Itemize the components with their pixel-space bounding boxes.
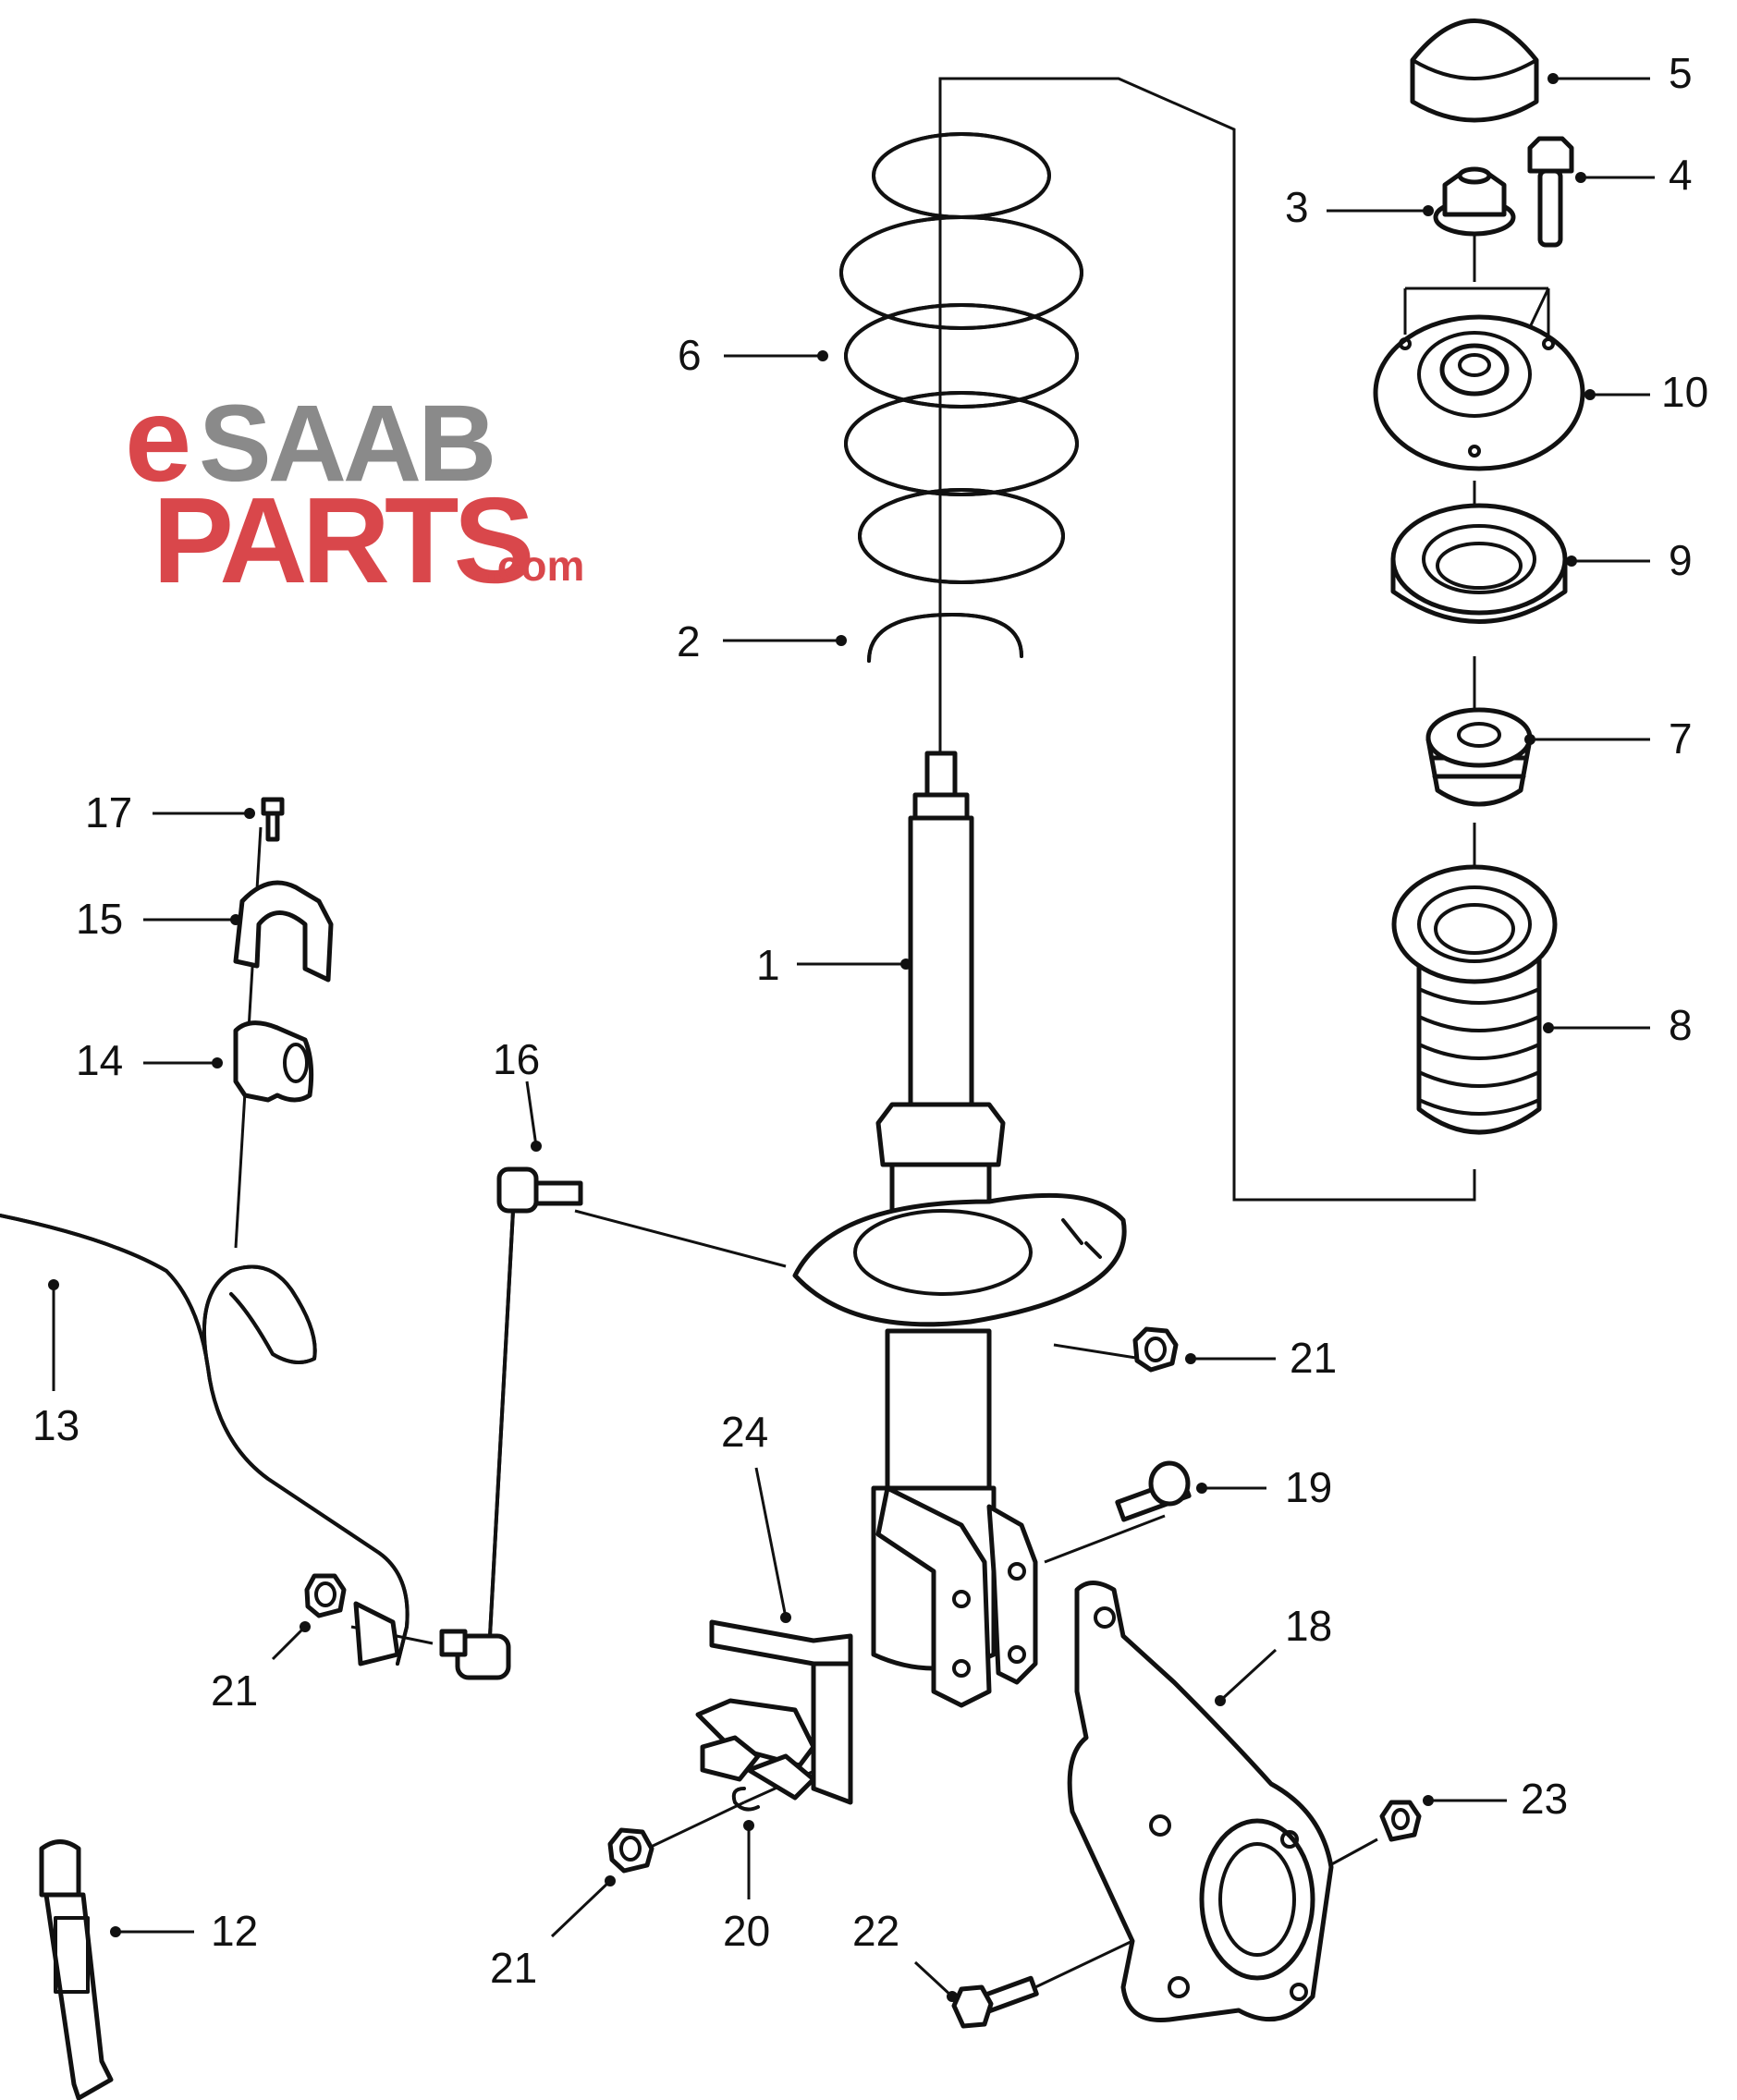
part-21-nut-left bbox=[304, 1573, 347, 1618]
logo-com: .com bbox=[485, 542, 584, 590]
callout-16: 16 bbox=[493, 1035, 540, 1083]
callout-numbers: 1 2 3 4 5 6 7 8 9 10 12 13 14 15 16 17 1… bbox=[32, 49, 1708, 1992]
part-17-bolt bbox=[261, 797, 285, 842]
part-4-bolt bbox=[1527, 136, 1574, 248]
callout-20: 20 bbox=[723, 1907, 770, 1955]
callout-1: 1 bbox=[756, 941, 780, 989]
logo-e: e bbox=[125, 372, 191, 507]
part-18-steering-knuckle bbox=[1067, 1581, 1334, 2023]
part-2-spring-seat bbox=[867, 613, 1023, 663]
assembly-lines bbox=[234, 77, 1550, 1989]
part-21-nut-upper bbox=[1132, 1326, 1179, 1373]
esaabparts-logo: e SAAB PARTS .com bbox=[125, 372, 584, 608]
callout-12: 12 bbox=[211, 1907, 258, 1955]
part-5-cap bbox=[1410, 18, 1539, 123]
part-21-nut-lower bbox=[607, 1827, 654, 1874]
part-6-coil-spring bbox=[839, 132, 1083, 584]
callout-10: 10 bbox=[1661, 368, 1708, 416]
part-15-clamp bbox=[233, 880, 334, 983]
part-8-dust-boot bbox=[1391, 864, 1558, 1135]
callout-4: 4 bbox=[1669, 151, 1693, 199]
part-19-bolt bbox=[1115, 1460, 1192, 1522]
callout-21-left: 21 bbox=[211, 1667, 258, 1715]
callout-15: 15 bbox=[76, 895, 123, 943]
part-23-nut bbox=[1379, 1800, 1422, 1842]
part-3-nut bbox=[1433, 166, 1516, 237]
part-20-clip bbox=[731, 1787, 760, 1812]
callout-leaders bbox=[48, 73, 1655, 2002]
callout-23: 23 bbox=[1521, 1775, 1568, 1823]
callout-7: 7 bbox=[1669, 714, 1693, 763]
callout-13: 13 bbox=[32, 1401, 80, 1449]
part-14-bushing bbox=[233, 1020, 314, 1103]
callout-6: 6 bbox=[678, 331, 702, 379]
callout-17: 17 bbox=[85, 788, 132, 836]
part-24-brackets bbox=[695, 1619, 853, 1805]
callout-24: 24 bbox=[721, 1408, 768, 1456]
part-22-bolt bbox=[951, 1975, 1039, 2029]
logo-parts: PARTS bbox=[153, 472, 531, 608]
callout-5: 5 bbox=[1669, 49, 1693, 97]
callout-3: 3 bbox=[1285, 183, 1309, 231]
callout-9: 9 bbox=[1669, 536, 1693, 584]
callout-21-upper: 21 bbox=[1290, 1334, 1337, 1382]
callout-2: 2 bbox=[677, 617, 701, 665]
callout-8: 8 bbox=[1669, 1001, 1693, 1049]
callout-18: 18 bbox=[1285, 1602, 1332, 1650]
callout-14: 14 bbox=[76, 1036, 123, 1084]
part-1-strut bbox=[792, 751, 1127, 1708]
part-12-grease-tube bbox=[39, 1839, 114, 2100]
part-9-bearing bbox=[1390, 503, 1568, 624]
part-13-anti-roll-bar bbox=[0, 1214, 410, 1667]
callout-21-lower: 21 bbox=[490, 1944, 537, 1992]
callout-19: 19 bbox=[1285, 1463, 1332, 1511]
part-16-stabilizer-link bbox=[439, 1166, 583, 1680]
logo-saab: SAAB bbox=[199, 383, 493, 505]
callout-22: 22 bbox=[852, 1907, 899, 1955]
part-7-bump-stop bbox=[1425, 707, 1533, 807]
part-10-top-mount bbox=[1373, 314, 1585, 471]
